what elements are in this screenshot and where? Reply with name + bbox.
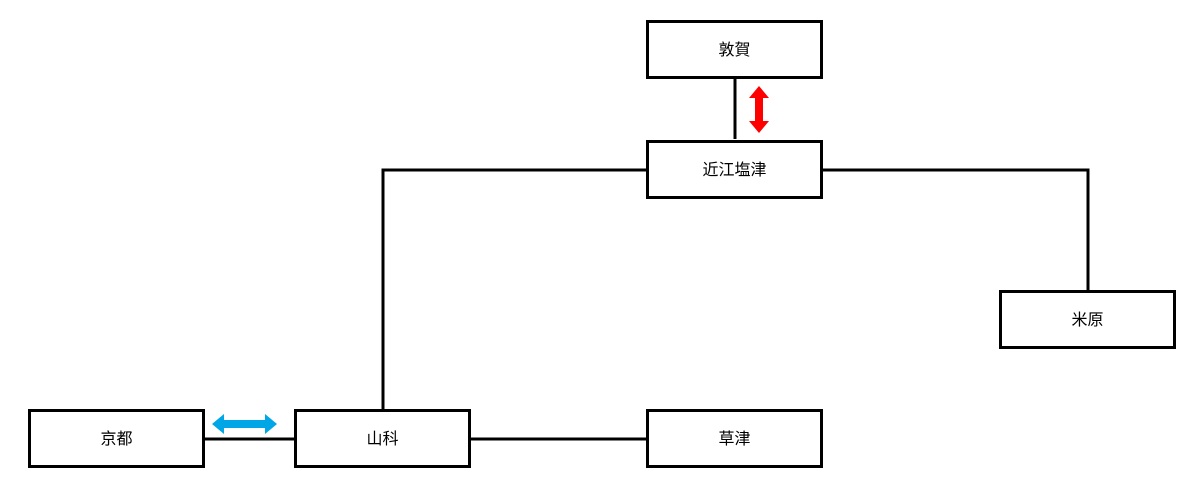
station-label: 山科: [366, 428, 399, 448]
station-tsuruga: 敦賀: [646, 20, 823, 79]
station-label: 草津: [718, 428, 751, 448]
station-maibara: 米原: [999, 290, 1176, 349]
station-yamashina: 山科: [294, 409, 471, 468]
station-label: 近江塩津: [702, 159, 767, 179]
station-kyoto: 京都: [28, 409, 205, 468]
station-omi-shiotsu: 近江塩津: [646, 140, 823, 199]
blue-double-arrow-icon: [212, 414, 277, 434]
station-label: 米原: [1071, 309, 1104, 329]
station-kusatsu: 草津: [646, 409, 823, 468]
line-omi-shiotsu-yamashina: [381, 168, 646, 409]
line-omi-shiotsu-maibara: [823, 168, 1090, 290]
station-label: 敦賀: [718, 39, 751, 59]
red-double-arrow-icon: [749, 86, 769, 133]
station-label: 京都: [100, 428, 133, 448]
